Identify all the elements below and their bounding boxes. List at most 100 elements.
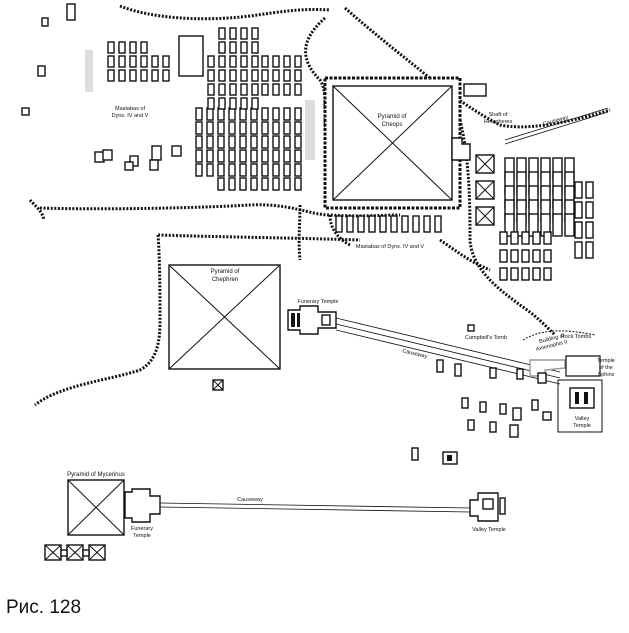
mycerinus-funerary-temple-label-1: Funerary bbox=[131, 526, 153, 532]
mastaba bbox=[574, 221, 583, 239]
mastaba bbox=[499, 231, 508, 245]
mastaba bbox=[140, 69, 148, 82]
mastaba bbox=[574, 181, 583, 199]
mastaba bbox=[240, 83, 248, 96]
mastaba bbox=[228, 135, 236, 149]
mastaba bbox=[251, 97, 259, 110]
mastaba bbox=[585, 181, 594, 199]
mastaba bbox=[272, 55, 280, 68]
mastaba bbox=[585, 201, 594, 219]
pyramid-cheops-label-2: Cheops bbox=[382, 122, 403, 128]
mastaba bbox=[272, 69, 280, 82]
mastaba bbox=[552, 213, 563, 237]
mastaba bbox=[294, 107, 302, 121]
mastaba bbox=[499, 249, 508, 263]
chephren-causeway-label: Causeway bbox=[402, 348, 429, 360]
mastaba bbox=[401, 215, 409, 233]
mastaba bbox=[195, 107, 203, 121]
mastaba bbox=[229, 27, 237, 40]
mastaba bbox=[543, 249, 552, 263]
mastaba bbox=[228, 121, 236, 135]
queens-pyramids bbox=[44, 544, 106, 561]
shaft-hetepheres-label-2: Hetepheres bbox=[484, 119, 513, 125]
mastaba bbox=[218, 55, 226, 68]
temple-sphinx-label-1: Temple bbox=[597, 358, 615, 364]
mastaba bbox=[585, 221, 594, 239]
mastaba bbox=[206, 107, 214, 121]
mastaba bbox=[217, 135, 225, 149]
mastaba bbox=[107, 55, 115, 68]
mastaba bbox=[272, 177, 280, 191]
mastaba bbox=[251, 41, 259, 54]
mastaba bbox=[228, 163, 236, 177]
mastaba bbox=[228, 149, 236, 163]
mastaba bbox=[357, 215, 365, 233]
mastaba bbox=[272, 149, 280, 163]
mastaba bbox=[228, 177, 236, 191]
mastaba bbox=[294, 135, 302, 149]
mastaba bbox=[218, 27, 226, 40]
chephren-temple-complex: Funerary Temple Causeway Valley Temple T… bbox=[287, 299, 615, 433]
mastaba bbox=[521, 231, 530, 245]
pyramid-cheops: Pyramid of Cheops bbox=[323, 76, 462, 210]
mastaba bbox=[532, 267, 541, 281]
mastaba bbox=[218, 41, 226, 54]
pyramid-chephren-label-2: Chephren bbox=[212, 277, 238, 283]
mastaba bbox=[240, 69, 248, 82]
mastaba bbox=[207, 55, 215, 68]
mastaba bbox=[217, 149, 225, 163]
mastaba bbox=[272, 107, 280, 121]
mastaba bbox=[368, 215, 376, 233]
mastaba bbox=[229, 97, 237, 110]
temple-sphinx-label-2: of the bbox=[599, 365, 613, 371]
cheops-queens-pyramids bbox=[475, 154, 495, 226]
mastabas-west-label-2: Dyns. IV and V bbox=[112, 113, 149, 119]
mastaba bbox=[107, 69, 115, 82]
mastaba bbox=[239, 177, 247, 191]
mastaba bbox=[261, 163, 269, 177]
mastaba bbox=[229, 41, 237, 54]
mastaba-grid-west bbox=[195, 55, 302, 191]
mastaba bbox=[532, 231, 541, 245]
valley-temple-label-2: Temple bbox=[573, 423, 591, 429]
mastaba bbox=[510, 267, 519, 281]
mastaba bbox=[261, 69, 269, 82]
mastaba bbox=[240, 55, 248, 68]
southern-tombs: Campbell's Tomb bbox=[411, 324, 552, 465]
valley-temple-label-1: Valley bbox=[575, 416, 590, 422]
mastabas-west-label-1: Mastabas of bbox=[115, 106, 145, 112]
mastaba bbox=[251, 27, 259, 40]
mastaba bbox=[283, 177, 291, 191]
mastaba bbox=[240, 97, 248, 110]
mastaba bbox=[129, 41, 137, 54]
mastaba bbox=[283, 135, 291, 149]
mastabas-east-label: Mastabas of Dyns. IV and V bbox=[356, 244, 425, 250]
mastaba bbox=[294, 83, 302, 96]
mastaba bbox=[510, 231, 519, 245]
shaft-hetepheres-label-1: Shaft of bbox=[489, 112, 508, 118]
mastaba bbox=[543, 267, 552, 281]
mastaba bbox=[218, 83, 226, 96]
mastaba bbox=[217, 177, 225, 191]
mastaba bbox=[239, 107, 247, 121]
mastaba-grid-east bbox=[504, 157, 594, 259]
mastaba bbox=[118, 55, 126, 68]
mastaba bbox=[283, 55, 291, 68]
mastaba bbox=[574, 201, 583, 219]
mastaba bbox=[261, 107, 269, 121]
mastaba bbox=[107, 41, 115, 54]
mastaba bbox=[129, 69, 137, 82]
mastaba bbox=[118, 41, 126, 54]
mastaba bbox=[412, 215, 420, 233]
mastaba bbox=[151, 69, 159, 82]
mastaba bbox=[206, 121, 214, 135]
pyramid-chephren: Pyramid of Chephren bbox=[168, 264, 281, 391]
chephren-funerary-temple-label: Funerary Temple bbox=[297, 299, 338, 305]
mastaba bbox=[294, 163, 302, 177]
mastaba bbox=[283, 107, 291, 121]
rock-tombs-label: Rock Tombs bbox=[561, 334, 591, 340]
mastaba bbox=[379, 215, 387, 233]
mastaba bbox=[239, 149, 247, 163]
mastaba bbox=[532, 249, 541, 263]
